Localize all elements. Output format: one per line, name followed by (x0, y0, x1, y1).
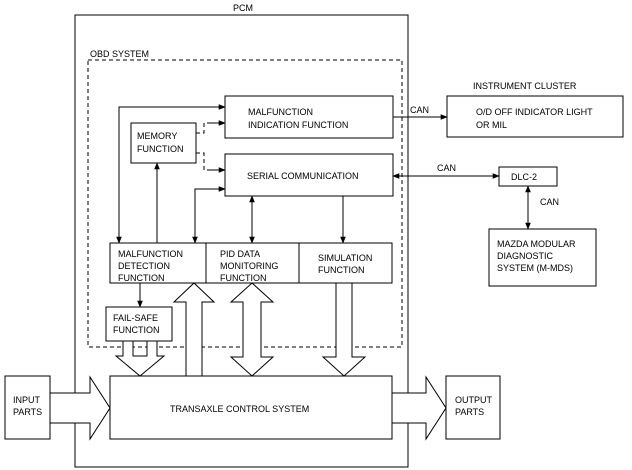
instrument-cluster-line-2: OR MIL (476, 120, 507, 130)
instrument-cluster-title: INSTRUMENT CLUSTER (473, 81, 577, 91)
input-parts-box (4, 375, 51, 440)
transaxle-control-box (109, 375, 393, 440)
simulation-line-1: SIMULATION (318, 253, 372, 263)
mmds-line-2: DIAGNOSTIC (497, 251, 554, 261)
input-parts-line-2: PARTS (13, 407, 42, 417)
pid-line-2: MONITORING (220, 261, 278, 271)
memory-function-line-1: MEMORY (137, 131, 177, 141)
malfunction-indication-box (224, 95, 394, 139)
mmds-box (488, 228, 597, 287)
mmds-line-3: SYSTEM (M-MDS) (497, 263, 573, 273)
failsafe-line-2: FUNCTION (113, 325, 160, 335)
malfunction-indication-line-2: INDICATION FUNCTION (248, 120, 348, 130)
can-label-cluster: CAN (410, 105, 429, 115)
dash-memory-to-indication (196, 122, 213, 134)
malfunction-indication-line-1: MALFUNCTION (248, 107, 313, 117)
output-parts-box (445, 375, 501, 440)
arrow-detection-to-serial (192, 186, 226, 244)
fat-arrow-failsafe-to-transaxle (114, 340, 166, 377)
serial-communication-box (224, 153, 394, 197)
pid-line-3: FUNCTION (220, 273, 267, 283)
memory-function-box (130, 122, 197, 164)
pid-line-1: PID DATA (220, 249, 260, 259)
dlc-2-label: DLC-2 (511, 172, 537, 182)
malfunction-detection-line-2: DETECTION (118, 261, 170, 271)
obd-system-label: OBD SYSTEM (90, 49, 149, 59)
malfunction-detection-line-3: FUNCTION (118, 273, 165, 283)
instrument-cluster-box (446, 95, 624, 138)
memory-function-line-2: FUNCTION (137, 144, 184, 154)
simulation-line-2: FUNCTION (318, 265, 365, 275)
fat-arrow-input-to-transaxle (49, 375, 111, 441)
output-parts-line-1: OUTPUT (455, 395, 493, 405)
instrument-cluster-line-1: O/D OFF INDICATOR LIGHT (476, 107, 593, 117)
malfunction-detection-line-1: MALFUNCTION (118, 249, 183, 259)
can-label-dlc: CAN (437, 163, 456, 173)
output-parts-line-2: PARTS (455, 407, 484, 417)
can-label-mmds: CAN (540, 197, 559, 207)
mmds-line-1: MAZDA MODULAR (497, 239, 576, 249)
arrow-detection-to-indication (116, 104, 226, 244)
transaxle-control-label: TRANSAXLE CONTROL SYSTEM (170, 404, 309, 414)
pcm-label: PCM (233, 3, 253, 13)
fat-arrow-transaxle-to-output (391, 375, 447, 441)
input-parts-line-1: INPUT (13, 395, 41, 405)
failsafe-line-1: FAIL-SAFE (113, 313, 158, 323)
fat-arrow-simulation-to-transaxle (321, 282, 367, 377)
serial-communication-label: SERIAL COMMUNICATION (247, 171, 359, 181)
dash-memory-to-serial (196, 152, 213, 171)
fat-arrow-transaxle-to-detection (172, 282, 216, 377)
fat-arrow-pid-transaxle (229, 282, 275, 377)
